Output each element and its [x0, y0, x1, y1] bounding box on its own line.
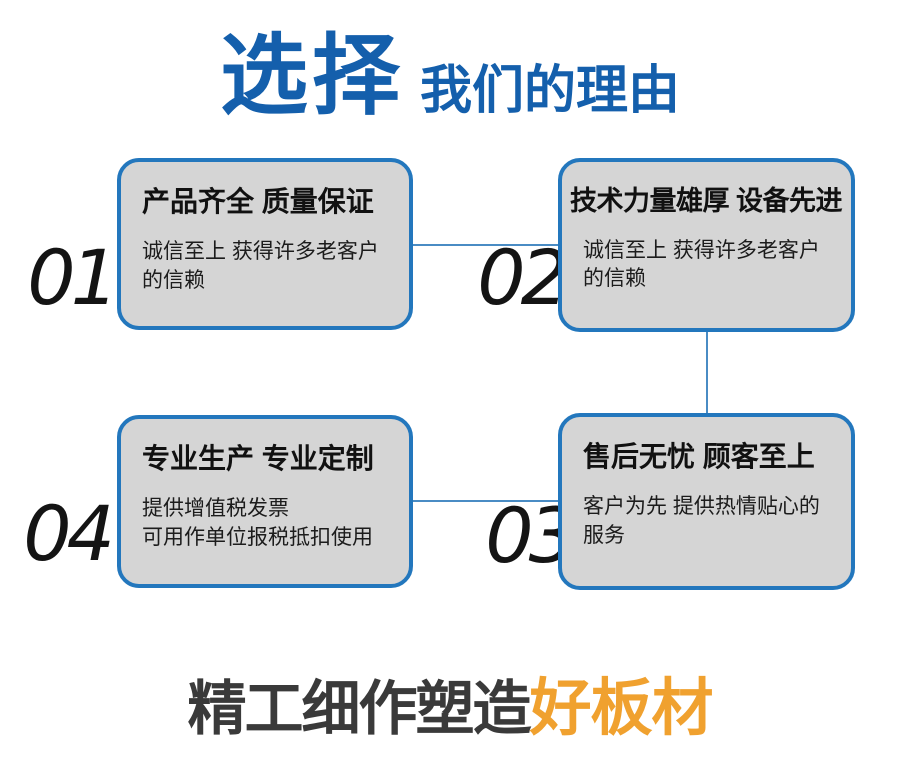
reason-card-03: 售后无忧 顾客至上 客户为先 提供热情贴心的 服务: [558, 413, 855, 590]
connector-line-02-03: [706, 332, 708, 414]
card-04-title: 专业生产 专业定制: [142, 443, 374, 474]
reason-card-01: 产品齐全 质量保证 诚信至上 获得许多老客户 的信赖: [117, 158, 413, 330]
footer-slogan-dark: 精工细作塑造: [187, 676, 531, 742]
card-03-description: 客户为先 提供热情贴心的 服务: [583, 493, 839, 550]
step-number-03: 03: [485, 491, 577, 580]
footer-slogan-accent: 好板材: [529, 674, 714, 743]
page-title-primary: 选择: [219, 25, 404, 125]
card-01-desc-line-2: 的信赖: [142, 268, 205, 292]
card-01-desc-line-1: 诚信至上 获得许多老客户: [142, 240, 379, 264]
card-01-description: 诚信至上 获得许多老客户 的信赖: [142, 238, 397, 295]
card-04-desc-line-1: 提供增值税发票: [142, 497, 289, 521]
reason-card-02: 技术力量雄厚 设备先进 诚信至上 获得许多老客户 的信赖: [558, 158, 855, 332]
card-01-title: 产品齐全 质量保证: [142, 186, 374, 217]
footer-slogan: 精工细作塑造好板材: [0, 672, 900, 746]
card-03-title: 售后无忧 顾客至上: [583, 441, 815, 472]
card-02-description: 诚信至上 获得许多老客户 的信赖: [583, 237, 839, 294]
page-title-secondary: 我们的理由: [420, 61, 681, 120]
card-02-desc-line-1: 诚信至上 获得许多老客户: [583, 239, 820, 263]
step-number-04: 04: [23, 489, 115, 578]
connector-line-04-03: [410, 500, 560, 502]
card-04-desc-line-2: 可用作单位报税抵扣使用: [142, 525, 373, 549]
card-03-desc-line-1: 客户为先 提供热情贴心的: [583, 495, 820, 519]
reason-card-04: 专业生产 专业定制 提供增值税发票 可用作单位报税抵扣使用: [117, 415, 413, 588]
connector-line-01-02: [410, 244, 560, 246]
card-02-title: 技术力量雄厚 设备先进: [570, 186, 843, 216]
card-03-desc-line-2: 服务: [583, 523, 625, 547]
card-02-desc-line-2: 的信赖: [583, 267, 646, 291]
card-04-description: 提供增值税发票 可用作单位报税抵扣使用: [142, 495, 397, 552]
step-number-01: 01: [27, 233, 119, 322]
step-number-02: 02: [477, 233, 569, 322]
page-title: 选择 我们的理由: [0, 18, 900, 122]
